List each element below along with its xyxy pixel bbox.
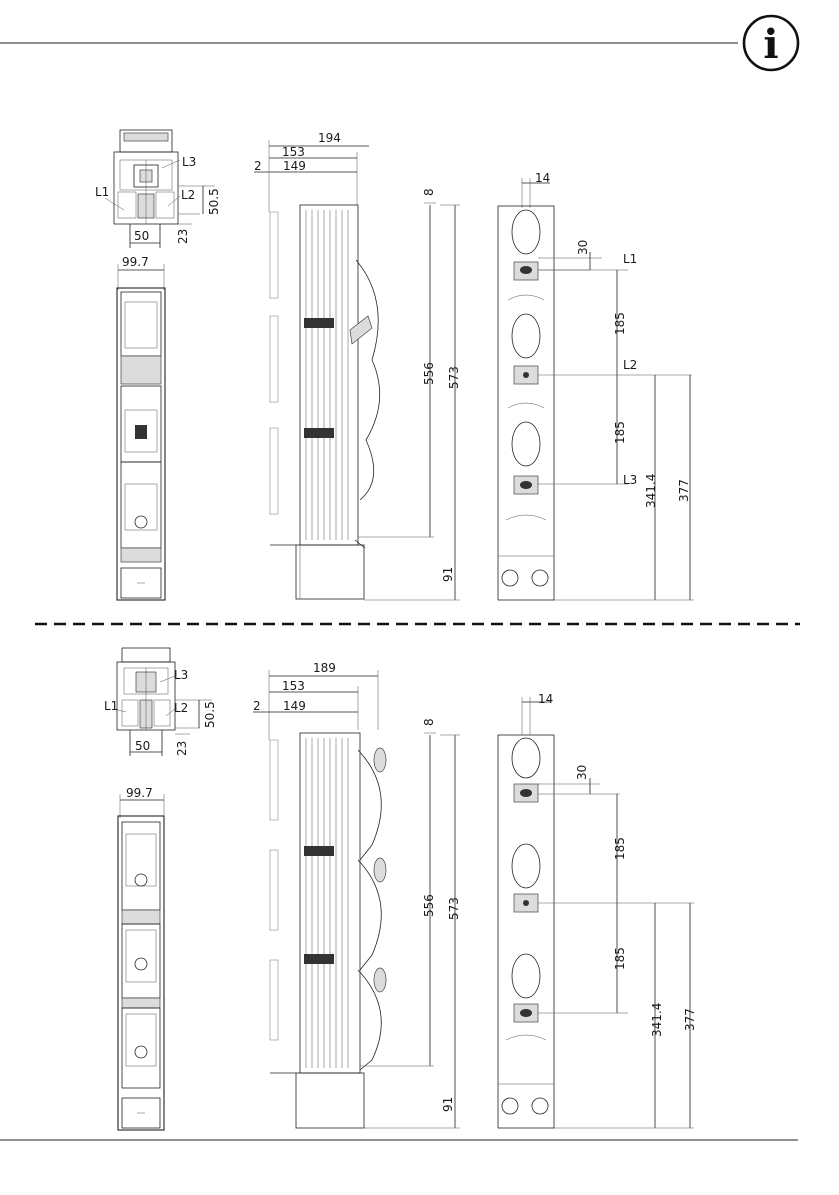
svg-text:153: 153 [282,679,305,693]
bottom-rear-view: 14 30 185 185 341.4 [498,692,697,1128]
top-side-view: 194 153 2 149 [254,131,461,600]
svg-text:556: 556 [422,894,436,917]
side-view-busbars [306,738,348,1068]
svg-text:185: 185 [613,837,627,860]
svg-text:14: 14 [535,171,550,185]
svg-text:L1: L1 [104,699,118,713]
bottom-front-view: 99.7 [118,786,164,1130]
side-view-busbars [306,210,348,540]
svg-text:30: 30 [575,765,589,780]
svg-text:L3: L3 [623,473,637,487]
top-small-view: 50 L1 L3 L2 50.5 23 [95,130,221,248]
svg-text:23: 23 [176,229,190,244]
svg-text:91: 91 [441,1097,455,1112]
top-section: 50 L1 L3 L2 50.5 23 99.7 [95,130,694,600]
svg-text:194: 194 [318,131,341,145]
svg-text:50.5: 50.5 [207,188,221,215]
svg-text:23: 23 [175,741,189,756]
top-rear-view: 14 30 L1 185 L2 [498,171,694,600]
info-icon: i [744,16,798,70]
svg-text:556: 556 [422,362,436,385]
svg-text:573: 573 [447,897,461,920]
bottom-side-view: 189 153 2 149 [253,661,461,1128]
svg-text:377: 377 [677,479,691,502]
svg-text:L2: L2 [174,701,188,715]
svg-text:341.4: 341.4 [644,474,658,508]
svg-text:8: 8 [422,718,436,726]
svg-text:L2: L2 [623,358,637,372]
svg-text:50: 50 [134,229,149,243]
svg-text:2: 2 [253,699,261,713]
svg-text:185: 185 [613,421,627,444]
svg-text:L2: L2 [181,188,195,202]
svg-text:L3: L3 [174,668,188,682]
svg-text:50: 50 [135,739,150,753]
svg-text:189: 189 [313,661,336,675]
svg-text:573: 573 [447,366,461,389]
svg-text:8: 8 [422,188,436,196]
svg-text:377: 377 [683,1008,697,1031]
svg-text:L1: L1 [95,185,109,199]
svg-text:14: 14 [538,692,553,706]
svg-text:185: 185 [613,312,627,335]
svg-text:185: 185 [613,947,627,970]
svg-text:149: 149 [283,159,306,173]
svg-text:i: i [763,21,778,68]
svg-text:L1: L1 [623,252,637,266]
bottom-section: 50 L1 L3 L2 50.5 23 99.7 [104,648,697,1130]
svg-text:2: 2 [254,159,262,173]
svg-text:99.7: 99.7 [122,255,149,269]
svg-text:153: 153 [282,145,305,159]
top-front-view: 99.7 [117,255,165,600]
svg-text:341.4: 341.4 [650,1003,664,1037]
svg-text:91: 91 [441,567,455,582]
svg-text:L3: L3 [182,155,196,169]
svg-text:149: 149 [283,699,306,713]
bottom-small-view: 50 L1 L3 L2 50.5 23 [104,648,217,756]
svg-text:50.5: 50.5 [203,701,217,728]
svg-text:30: 30 [576,240,590,255]
svg-text:99.7: 99.7 [126,786,153,800]
